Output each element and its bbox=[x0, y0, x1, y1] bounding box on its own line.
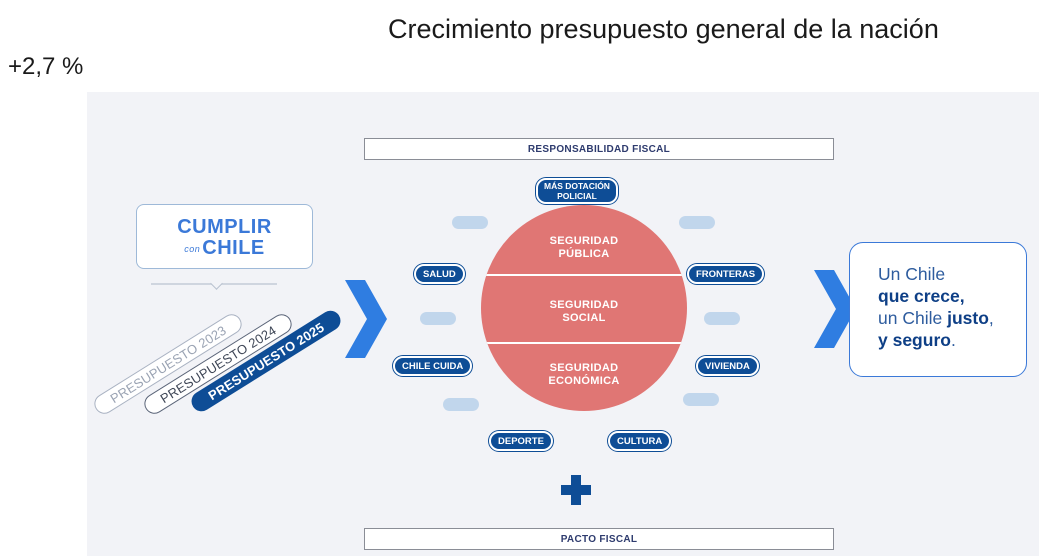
deporte-pill: DEPORTE bbox=[489, 431, 553, 451]
pacto-fiscal-label: PACTO FISCAL bbox=[560, 533, 638, 545]
sphere-divider-bottom bbox=[481, 342, 687, 344]
mas-dotacion-line2: POLICIAL bbox=[557, 191, 597, 201]
seguridad-economica: SEGURIDAD ECONÓMICA bbox=[481, 362, 687, 388]
cultura-label: CULTURA bbox=[617, 435, 663, 447]
seguridad-social-line1: SEGURIDAD bbox=[549, 299, 619, 311]
result-part5: , bbox=[988, 308, 994, 328]
seguridad-social: SEGURIDAD SOCIAL bbox=[481, 299, 687, 325]
seguridad-economica-line1: SEGURIDAD bbox=[549, 362, 619, 374]
right-chevron-icon bbox=[814, 270, 856, 348]
ghost-pill bbox=[443, 398, 479, 411]
seguridad-publica: SEGURIDAD PÚBLICA bbox=[481, 235, 687, 261]
result-part6: y seguro bbox=[878, 330, 951, 350]
logo-con: con bbox=[184, 243, 201, 254]
ghost-pill bbox=[420, 312, 456, 325]
page-title: Crecimiento presupuesto general de la na… bbox=[388, 14, 939, 44]
left-chevron-icon bbox=[345, 280, 387, 358]
logo-cumplir: CUMPLIR bbox=[177, 216, 272, 238]
cultura-pill: CULTURA bbox=[608, 431, 672, 451]
plus-icon bbox=[561, 485, 591, 495]
growth-value: +2,7 % bbox=[8, 53, 84, 80]
fronteras-label: FRONTERAS bbox=[696, 268, 756, 280]
result-part1: Un Chile bbox=[878, 264, 946, 284]
ghost-pill bbox=[704, 312, 740, 325]
logo-chile-text: CHILE bbox=[202, 237, 265, 259]
chile-cuida-pill: CHILE CUIDA bbox=[393, 356, 473, 376]
result-statement: Un Chile que crece, un Chile justo, y se… bbox=[878, 263, 994, 351]
chile-cuida-label: CHILE CUIDA bbox=[402, 360, 464, 372]
ghost-pill bbox=[679, 216, 715, 229]
seguridad-publica-line2: PÚBLICA bbox=[558, 248, 610, 260]
mas-dotacion-policial-pill: MÁS DOTACIÓN POLICIAL bbox=[536, 178, 618, 204]
result-part7: . bbox=[950, 330, 956, 350]
salud-pill: SALUD bbox=[414, 264, 465, 284]
ghost-pill bbox=[452, 216, 488, 229]
fronteras-pill: FRONTERAS bbox=[687, 264, 765, 284]
seguridad-publica-line1: SEGURIDAD bbox=[549, 235, 619, 247]
result-part3: un Chile bbox=[878, 308, 948, 328]
pacto-fiscal-bar: PACTO FISCAL bbox=[364, 528, 834, 550]
ghost-pill bbox=[683, 393, 719, 406]
result-part2: que crece, bbox=[878, 286, 965, 306]
result-statement-box: Un Chile que crece, un Chile justo, y se… bbox=[849, 242, 1027, 377]
deporte-label: DEPORTE bbox=[498, 435, 544, 447]
seguridad-sphere: SEGURIDAD PÚBLICA SEGURIDAD SOCIAL SEGUR… bbox=[481, 205, 687, 411]
vivienda-pill: VIVIENDA bbox=[696, 356, 759, 376]
seguridad-social-line2: SOCIAL bbox=[562, 312, 606, 324]
result-part4: justo bbox=[947, 308, 989, 328]
logo-pointer-icon bbox=[210, 277, 223, 290]
seguridad-economica-line2: ECONÓMICA bbox=[548, 375, 620, 387]
responsabilidad-fiscal-bar: RESPONSABILIDAD FISCAL bbox=[364, 138, 834, 160]
responsabilidad-fiscal-label: RESPONSABILIDAD FISCAL bbox=[527, 143, 671, 155]
salud-label: SALUD bbox=[423, 268, 456, 280]
mas-dotacion-line1: MÁS DOTACIÓN bbox=[544, 181, 610, 191]
sphere-divider-top bbox=[481, 274, 687, 276]
vivienda-label: VIVIENDA bbox=[705, 360, 750, 372]
